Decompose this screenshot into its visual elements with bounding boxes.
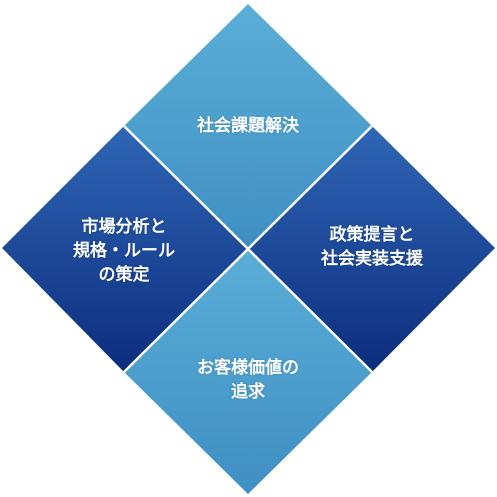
quadrant-left-label-line: 規格・ルール [73, 241, 175, 261]
quadrant-top-label: 社会課題解決 [197, 114, 299, 138]
quadrant-bottom-label: お客様価値の 追求 [197, 356, 299, 404]
quadrant-bottom [124, 248, 372, 494]
quadrant-right-label: 政策提言と 社会実装支援 [321, 223, 423, 271]
divider-diagonal-2 [123, 125, 373, 373]
quadrant-bottom-label-line: お客様価値の [197, 358, 299, 378]
quadrant-top-label-line: 社会課題解決 [197, 116, 299, 136]
quadrant-left-label: 市場分析と 規格・ルール の策定 [73, 215, 175, 287]
quadrant-right-label-line: 政策提言と [329, 225, 415, 245]
quadrant-left-label-line: の策定 [98, 265, 150, 285]
quadrant-left-label-line: 市場分析と [81, 217, 167, 237]
quadrant-right-label-line: 社会実装支援 [321, 249, 423, 269]
quadrant-bottom-label-line: 追求 [231, 382, 265, 402]
